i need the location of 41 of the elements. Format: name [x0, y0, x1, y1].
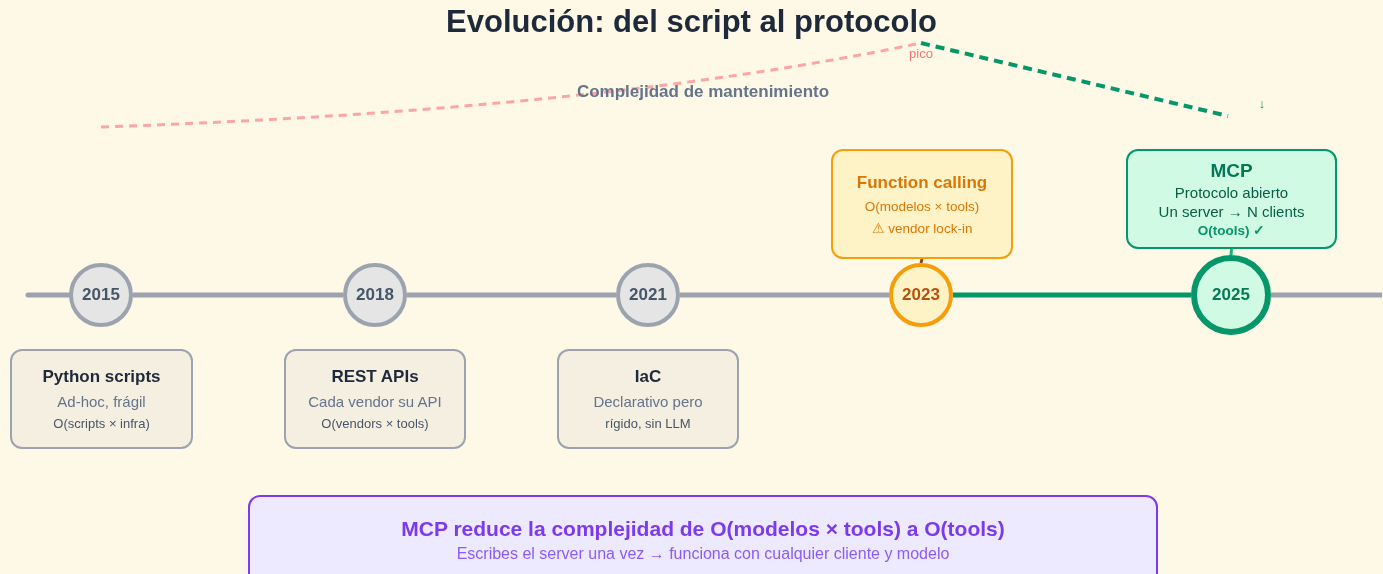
complexity-note: O(vendors × tools) — [321, 416, 429, 431]
card-subtitle: Ad-hoc, frágil — [57, 393, 146, 410]
card-subtitle: Cada vendor su API — [308, 393, 442, 410]
year-circle — [889, 263, 953, 327]
timeline-segment — [407, 292, 616, 298]
card-title: Function calling — [856, 172, 988, 193]
timeline-segment — [680, 292, 889, 298]
complexity-note: rígido, sin LLM — [605, 416, 691, 431]
summary-heading: MCP reduce la complejidad de O(modelos × tools) a O(tools) — [401, 517, 1005, 541]
year-label: 2015 — [82, 285, 120, 305]
card-title: Python scripts — [42, 367, 161, 387]
timeline-segment — [953, 292, 1191, 298]
milestone-card — [10, 349, 193, 449]
complexity-note: O(tools) ✓ — [1197, 222, 1266, 238]
card-subtitle: Declarativo pero — [593, 393, 703, 410]
connector-tick — [919, 258, 924, 264]
complexity-note: O(scripts × infra) — [53, 416, 150, 431]
connector-tick — [1229, 248, 1233, 256]
highlight-card — [1126, 149, 1337, 249]
milestone-card — [284, 349, 466, 449]
card-subtitle: Un server → N clients — [1158, 203, 1305, 220]
warning-note: ⚠ vendor lock-in — [871, 219, 973, 236]
curve-peak-label: pico — [909, 46, 933, 61]
curve-label: Complejidad de mantenimiento — [576, 82, 830, 102]
direction-arrow: ↓ — [1258, 96, 1266, 111]
card-subtitle: Protocolo abierto — [1174, 184, 1289, 201]
complexity-note: O(modelos × tools) — [864, 198, 980, 214]
summary-banner — [248, 495, 1158, 574]
year-label: 2018 — [356, 285, 394, 305]
year-label: 2023 — [902, 285, 940, 305]
timeline-segment — [133, 292, 343, 298]
timeline-segment — [1271, 292, 1382, 298]
card-title: MCP — [1210, 160, 1253, 182]
year-label: 2021 — [629, 285, 667, 305]
highlight-card — [831, 149, 1013, 259]
year-label: 2025 — [1212, 285, 1250, 305]
summary-text: Escribes el server una vez → funciona con cualquier cliente y modelo — [456, 545, 950, 563]
milestone-card — [557, 349, 739, 449]
diagram-title: Evolución: del script al protocolo — [446, 4, 937, 39]
card-title: IaC — [634, 367, 662, 387]
card-title: REST APIs — [331, 367, 419, 387]
